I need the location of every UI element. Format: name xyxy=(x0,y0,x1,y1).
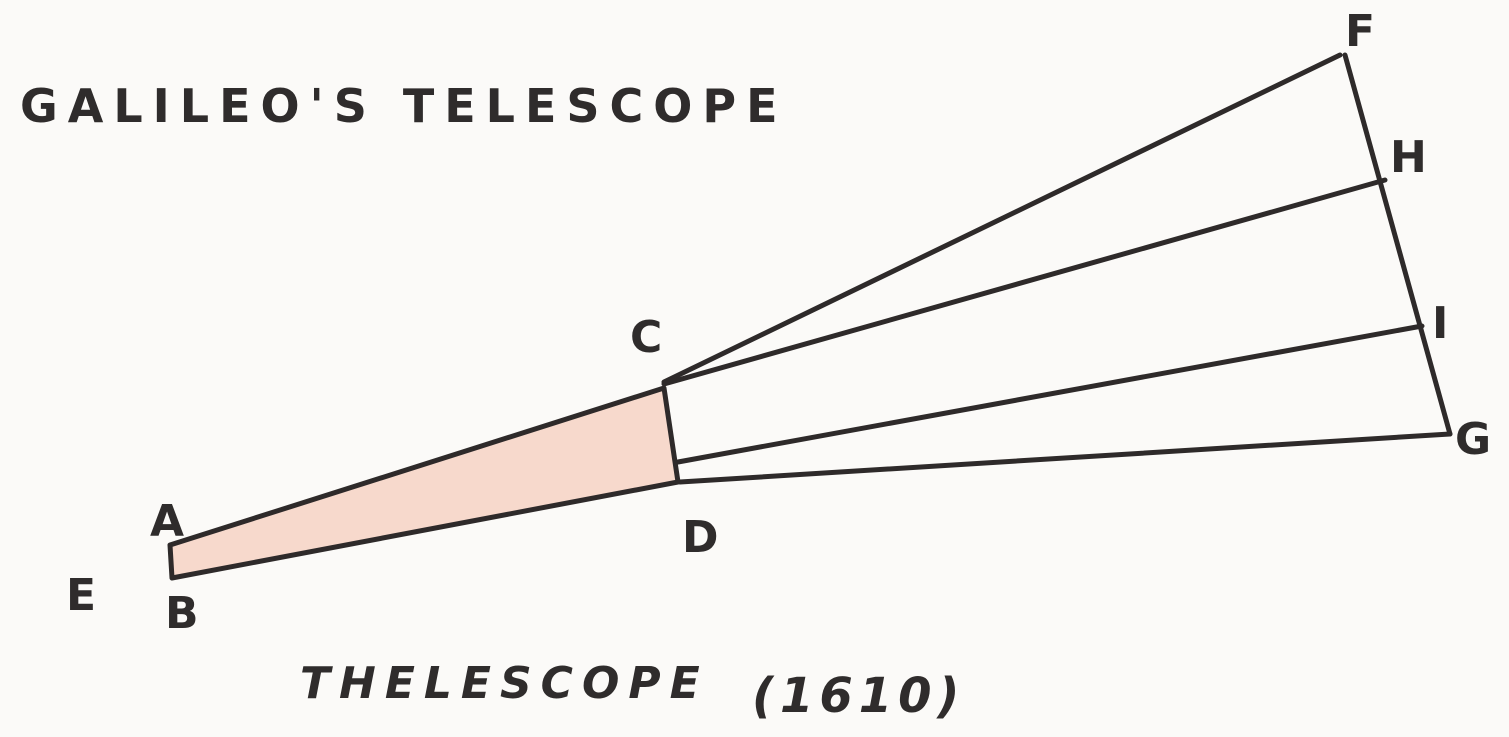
diagram-caption: THELESCOPE xyxy=(300,658,709,709)
label-i: I xyxy=(1432,298,1448,349)
diagram-year: (1610) xyxy=(752,668,965,724)
label-c: C xyxy=(630,312,662,363)
label-h: H xyxy=(1390,132,1427,183)
diagram-title: GALILEO'S TELESCOPE xyxy=(20,79,788,133)
label-g: G xyxy=(1455,414,1491,465)
ray-c-f xyxy=(661,52,1343,385)
label-f: F xyxy=(1345,6,1375,57)
telescope-tube-fill xyxy=(170,390,678,577)
image-line-f-g xyxy=(1342,52,1453,437)
label-a: A xyxy=(150,496,184,547)
ray-d-i xyxy=(675,323,1425,465)
ray-d-g xyxy=(677,431,1453,485)
label-e: E xyxy=(66,570,96,621)
label-d: D xyxy=(682,512,719,563)
ray-c-h xyxy=(661,177,1388,387)
label-b: B xyxy=(165,588,199,639)
